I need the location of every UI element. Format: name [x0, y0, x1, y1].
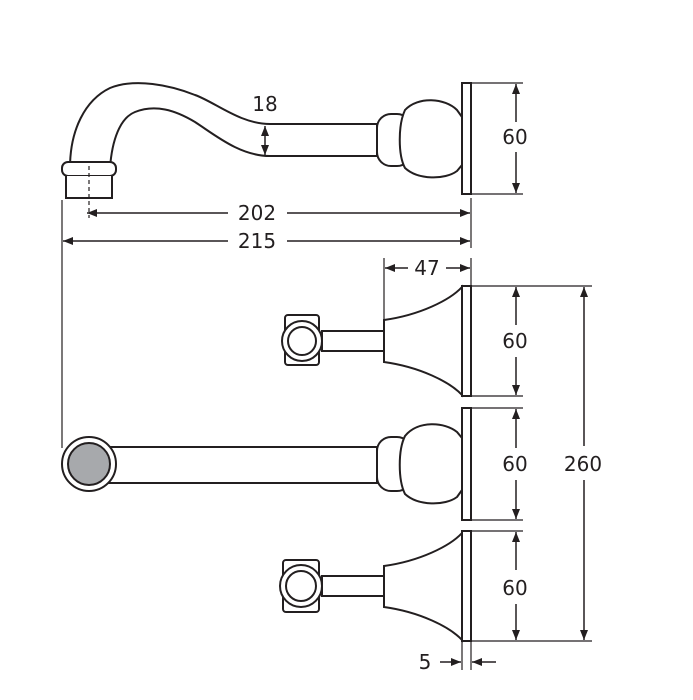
- label-overall-height: 260: [564, 452, 602, 476]
- dimension-labels: 18 60 202 215 47 60 60 260 60 5: [238, 92, 602, 674]
- label-spout-reach-inner: 202: [238, 201, 276, 225]
- spout-plan-end-face: [67, 442, 111, 486]
- spout-plan-wall-flange: [461, 407, 472, 521]
- spout-plan-ball: [398, 423, 463, 505]
- label-handle-projection: 47: [414, 256, 439, 280]
- top-handle-stem: [321, 330, 385, 352]
- label-spout-reach-overall: 215: [238, 229, 276, 253]
- top-handle-wall-flange: [461, 285, 472, 397]
- extension-lines: [61, 82, 592, 670]
- label-flange-thickness: 5: [419, 650, 432, 674]
- bottom-handle-flange-bell: [383, 530, 463, 643]
- spout-plan-view: [61, 407, 472, 521]
- label-handle-flange-top: 60: [502, 329, 527, 353]
- bottom-handle-stem: [321, 575, 385, 597]
- spout-side-view: [61, 82, 472, 218]
- bottom-handle-side-view: [279, 530, 472, 643]
- top-handle-cap-inner: [287, 326, 317, 356]
- bottom-handle-cap-inner: [285, 570, 317, 602]
- label-handle-flange-bottom: 60: [502, 576, 527, 600]
- label-spout-height: 18: [252, 92, 277, 116]
- spout-plan-tube: [94, 446, 378, 484]
- top-handle-side-view: [281, 284, 472, 398]
- top-handle-flange-bell: [383, 284, 463, 398]
- label-spout-plan-flange: 60: [502, 452, 527, 476]
- spout-ball-body: [398, 99, 463, 179]
- spout-body: [68, 82, 378, 169]
- dimension-lines: [63, 84, 588, 666]
- bottom-handle-wall-flange: [461, 530, 472, 642]
- label-spout-flange-height: 60: [502, 125, 527, 149]
- spout-wall-flange: [461, 82, 472, 195]
